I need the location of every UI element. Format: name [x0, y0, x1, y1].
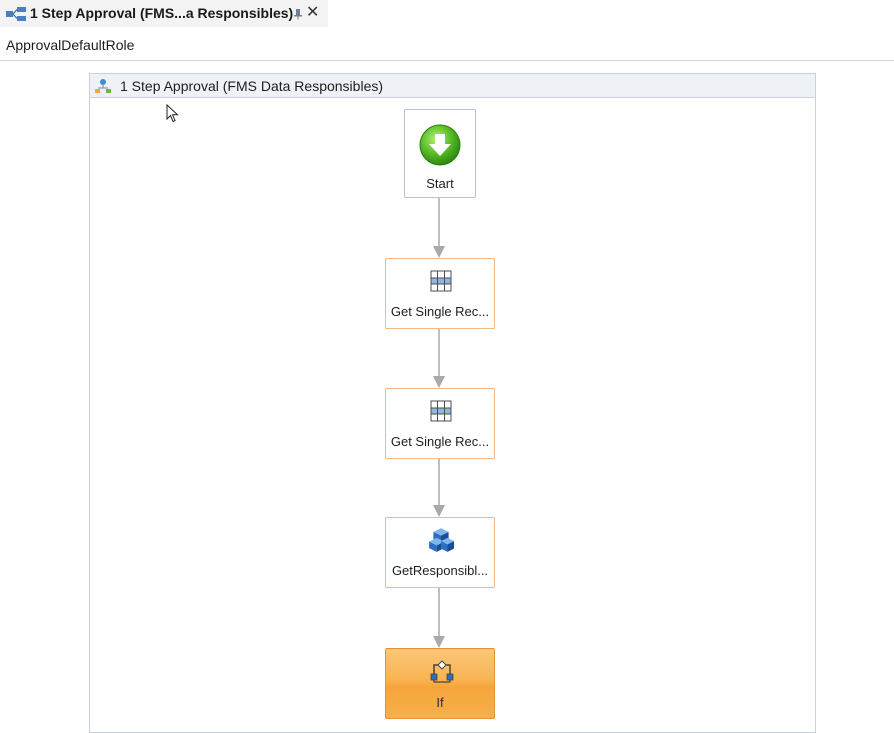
connector-arrow: [433, 459, 445, 517]
flowchart-icon: [95, 79, 111, 93]
flowchart-header: 1 Step Approval (FMS Data Responsibles): [90, 74, 815, 98]
pin-icon[interactable]: [293, 8, 303, 20]
blue-cubes-icon: [429, 528, 454, 552]
start-node[interactable]: Start: [404, 109, 476, 198]
table-grid-icon: [430, 400, 452, 422]
flowchart-title: 1 Step Approval (FMS Data Responsibles): [120, 78, 384, 94]
workflow-role-bar: ApprovalDefaultRole: [0, 27, 894, 61]
node-label: GetResponsibl...: [391, 563, 489, 578]
workflow-designer-icon: [6, 7, 26, 21]
connector-arrow: [433, 198, 445, 258]
node-label: Start: [426, 176, 454, 191]
get-single-record-activity[interactable]: Get Single Rec...: [385, 388, 495, 459]
table-grid-icon: [430, 270, 452, 292]
get-single-record-activity[interactable]: Get Single Rec...: [385, 258, 495, 329]
connector-arrow: [433, 329, 445, 388]
close-icon[interactable]: ✕: [306, 4, 320, 21]
if-condition-node[interactable]: If: [385, 648, 495, 719]
document-tab-bar: 1 Step Approval (FMS...a Responsibles) ✕: [0, 0, 894, 27]
approval-default-role-label[interactable]: ApprovalDefaultRole: [6, 37, 135, 53]
node-label: Get Single Rec...: [390, 434, 490, 449]
if-branch-icon: [430, 660, 454, 683]
get-responsibles-activity[interactable]: GetResponsibl...: [385, 517, 495, 588]
start-arrow-icon: [419, 124, 461, 166]
document-tab[interactable]: 1 Step Approval (FMS...a Responsibles) ✕: [0, 0, 328, 27]
mouse-pointer-icon: [166, 104, 179, 123]
node-label: If: [436, 695, 444, 710]
tab-title: 1 Step Approval (FMS...a Responsibles): [30, 5, 294, 21]
connector-arrow: [433, 588, 445, 648]
node-label: Get Single Rec...: [390, 304, 490, 319]
